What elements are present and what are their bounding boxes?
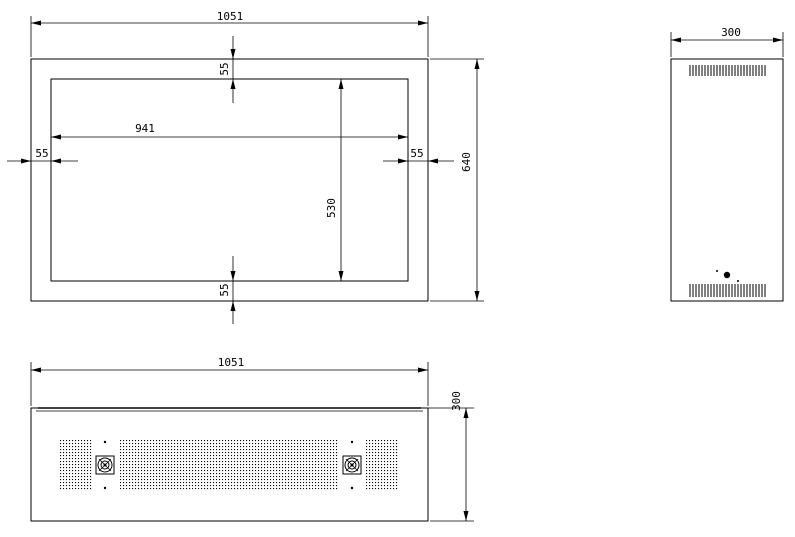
front-screen-area [50,78,409,282]
dim-inner-height-label: 530 [325,198,338,218]
dim-margin-top: 55 [218,36,236,103]
dim-side-depth-label: 300 [721,26,741,39]
mounting-dots [103,440,354,490]
dim-margin-left-label: 55 [35,147,48,160]
dim-overall-width-label: 1051 [217,10,244,23]
side-vent-top [689,65,766,76]
side-dot-cluster [716,270,739,282]
front-view: 1051 640 941 530 [7,10,484,324]
dim-margin-top-label: 55 [218,62,231,75]
side-vent-bottom [689,284,766,297]
dim-bottom-width-label: 1051 [218,356,245,369]
dim-overall-height-label: 640 [460,152,473,172]
dim-margin-bottom: 55 [218,256,236,324]
dim-overall-height: 640 [430,58,484,302]
bottom-vent-left [60,440,92,490]
dim-margin-left: 55 [7,147,78,164]
dim-side-depth: 300 [670,26,784,57]
dim-inner-height: 530 [325,79,344,281]
dim-inner-width: 941 [51,122,408,140]
bottom-view: 1051 300 [30,356,474,522]
dim-bottom-depth-label: 300 [450,391,463,411]
side-outline [670,58,784,302]
bottom-vent-right [366,440,398,490]
dim-margin-right-label: 55 [410,147,423,160]
fan-icon-right [342,455,362,475]
front-outer-frame [30,58,429,302]
bottom-vent-center [120,440,338,490]
dim-margin-right: 55 [383,147,454,164]
side-view: 300 [670,26,784,302]
dim-bottom-width: 1051 [30,356,429,406]
dim-inner-width-label: 941 [135,122,155,135]
dim-bottom-depth: 300 [425,391,474,522]
fan-icon-left [95,455,115,475]
dim-overall-width: 1051 [30,10,429,57]
dim-margin-bottom-label: 55 [218,283,231,296]
